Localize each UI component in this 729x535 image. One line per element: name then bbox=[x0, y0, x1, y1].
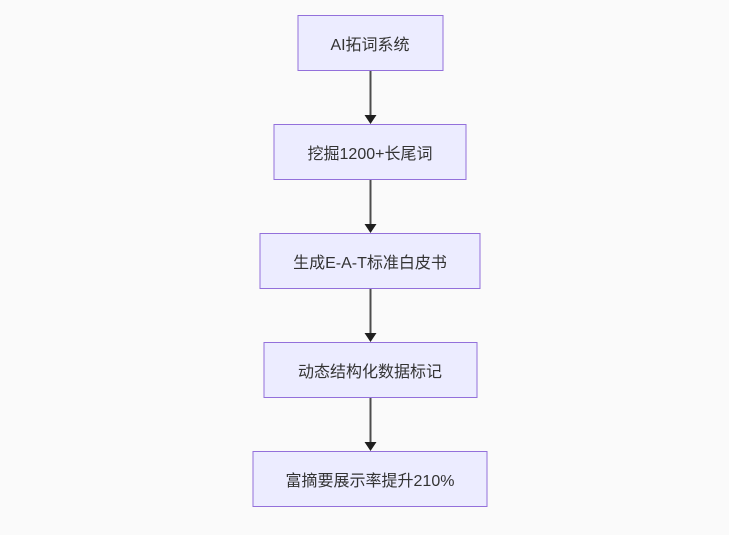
arrow-line bbox=[369, 71, 371, 117]
arrow-down-3 bbox=[363, 289, 377, 342]
node-eat-whitepaper: 生成E-A-T标准白皮书 bbox=[259, 233, 481, 289]
node-longtail-keyword-mining: 挖掘1200+长尾词 bbox=[273, 124, 467, 180]
node-label: 生成E-A-T标准白皮书 bbox=[293, 255, 447, 272]
node-rich-snippet-rate: 富摘要展示率提升210% bbox=[252, 451, 488, 507]
arrow-line bbox=[369, 289, 371, 335]
arrow-down-1 bbox=[363, 71, 377, 124]
node-label: 动态结构化数据标记 bbox=[297, 364, 442, 381]
node-label: 挖掘1200+长尾词 bbox=[307, 146, 433, 163]
node-label: 富摘要展示率提升210% bbox=[285, 473, 455, 490]
arrowhead-icon bbox=[364, 224, 376, 233]
arrow-down-2 bbox=[363, 180, 377, 233]
arrow-line bbox=[369, 180, 371, 226]
node-structured-data-markup: 动态结构化数据标记 bbox=[263, 342, 477, 398]
node-ai-expansion-system: AI拓词系统 bbox=[297, 15, 443, 71]
arrow-down-4 bbox=[363, 398, 377, 451]
node-label: AI拓词系统 bbox=[330, 37, 410, 54]
arrowhead-icon bbox=[364, 442, 376, 451]
flowchart: AI拓词系统 挖掘1200+长尾词 生成E-A-T标准白皮书 动态结构化数据标记 bbox=[252, 15, 488, 507]
arrowhead-icon bbox=[364, 333, 376, 342]
arrowhead-icon bbox=[364, 115, 376, 124]
arrow-line bbox=[369, 398, 371, 444]
